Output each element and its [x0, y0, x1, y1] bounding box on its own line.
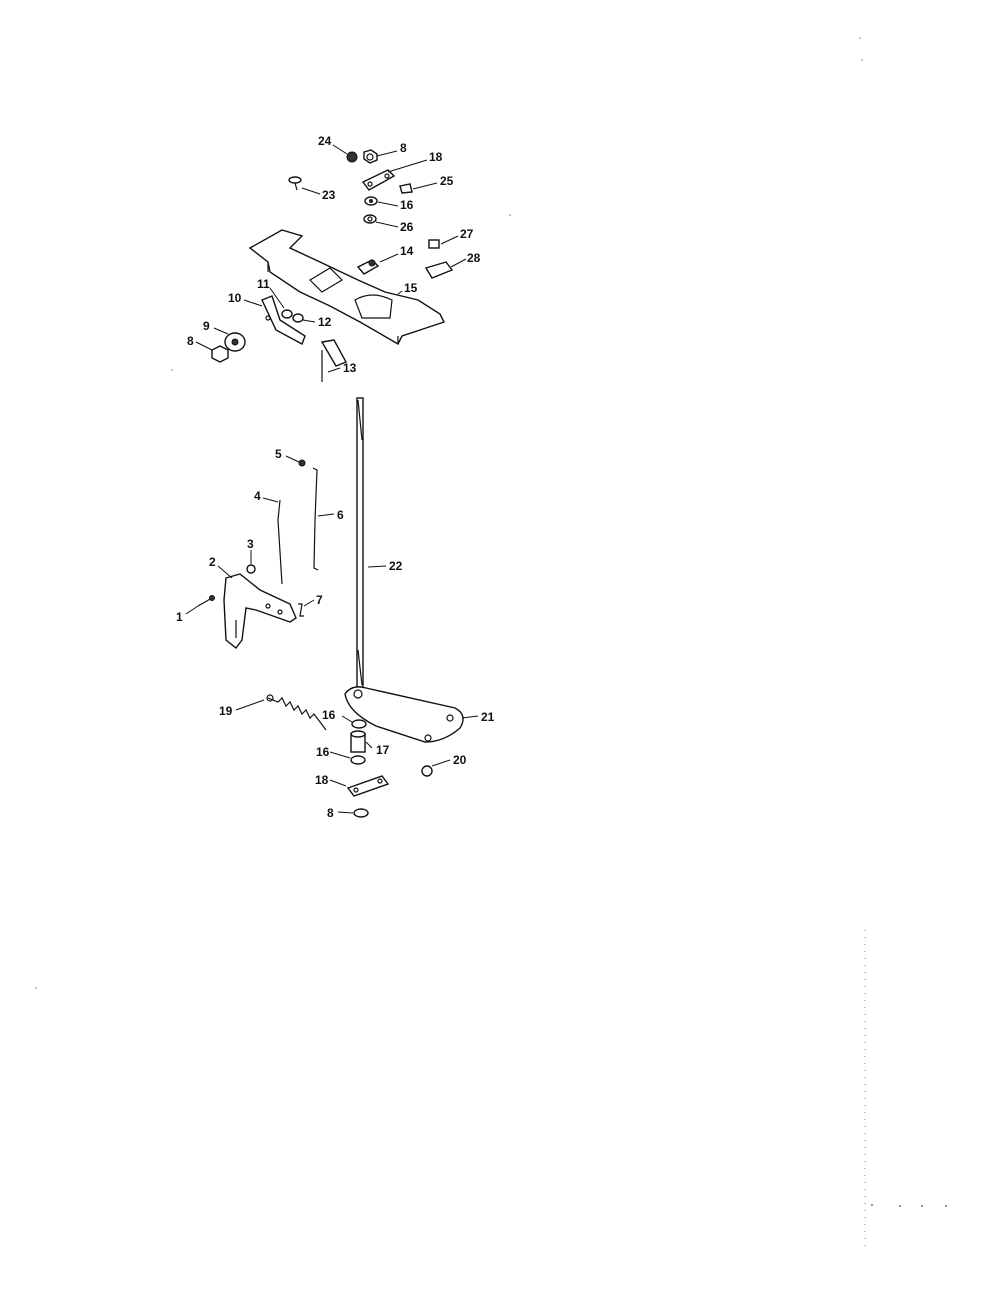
callout-8: 8 — [400, 141, 407, 155]
callout-8: 8 — [327, 806, 334, 820]
callout-9: 9 — [203, 319, 210, 333]
part-25-screw — [399, 183, 413, 194]
part-19-spring — [266, 694, 327, 731]
part-8-nut-left — [211, 345, 229, 363]
part-16-washer-low — [350, 755, 366, 765]
callout-19: 19 — [219, 704, 233, 718]
callout-20: 20 — [453, 753, 467, 767]
part-28-clip — [424, 261, 454, 279]
callout-22: 22 — [389, 559, 403, 573]
part-16-washer-mid — [351, 719, 367, 729]
part-18-link-top — [361, 169, 396, 191]
callout-13: 13 — [343, 361, 357, 375]
part-24-nut — [346, 151, 358, 163]
callout-25: 25 — [440, 174, 454, 188]
part-11-washer — [281, 309, 293, 319]
callout-7: 7 — [316, 593, 323, 607]
part-23-screw — [288, 176, 302, 191]
callout-26: 26 — [400, 220, 414, 234]
callout-18: 18 — [429, 150, 443, 164]
callout-16: 16 — [322, 708, 336, 722]
callout-12: 12 — [318, 315, 332, 329]
part-18-link-low — [346, 775, 390, 797]
callout-16: 16 — [316, 745, 330, 759]
part-9-washer — [224, 332, 246, 352]
callout-18: 18 — [315, 773, 329, 787]
scan-specks — [35, 37, 947, 1250]
part-27-bolt — [428, 239, 440, 249]
part-10-lever — [261, 295, 306, 345]
callout-1: 1 — [176, 610, 183, 624]
part-12-nut — [292, 313, 304, 323]
callout-28: 28 — [467, 251, 481, 265]
callout-16: 16 — [400, 198, 414, 212]
part-4-rod — [277, 499, 283, 585]
callout-14: 14 — [400, 244, 414, 258]
part-3-washer — [246, 564, 256, 574]
part-1-screw — [197, 595, 215, 607]
callout-17: 17 — [376, 743, 390, 757]
callout-2: 2 — [209, 555, 216, 569]
callout-6: 6 — [337, 508, 344, 522]
part-26-nut — [363, 214, 377, 224]
part-21-plate — [344, 686, 464, 743]
callout-27: 27 — [460, 227, 474, 241]
callout-10: 10 — [228, 291, 242, 305]
part-5-nut — [298, 459, 306, 467]
part-22-rod — [356, 397, 364, 689]
leader-lines — [185, 144, 479, 814]
callout-5: 5 — [275, 447, 282, 461]
part-6-rod — [312, 467, 319, 571]
part-2-bracket — [223, 573, 297, 649]
callout-21: 21 — [481, 710, 495, 724]
part-8-nut-low — [353, 808, 369, 818]
part-17-bushing — [350, 730, 366, 753]
callout-15: 15 — [404, 281, 418, 295]
part-20-nut — [421, 765, 433, 777]
part-14-bolt — [356, 259, 380, 275]
callout-8: 8 — [187, 334, 194, 348]
part-8-nut-top — [363, 149, 378, 164]
part-7-clip — [298, 603, 304, 617]
callout-11: 11 — [257, 277, 270, 291]
callout-24: 24 — [318, 134, 332, 148]
part-16-washer-top — [364, 196, 378, 206]
part-15-bracket — [248, 229, 445, 345]
callout-23: 23 — [322, 188, 336, 202]
callout-3: 3 — [247, 537, 254, 551]
callout-4: 4 — [254, 489, 261, 503]
part-13-bracket — [320, 339, 347, 382]
